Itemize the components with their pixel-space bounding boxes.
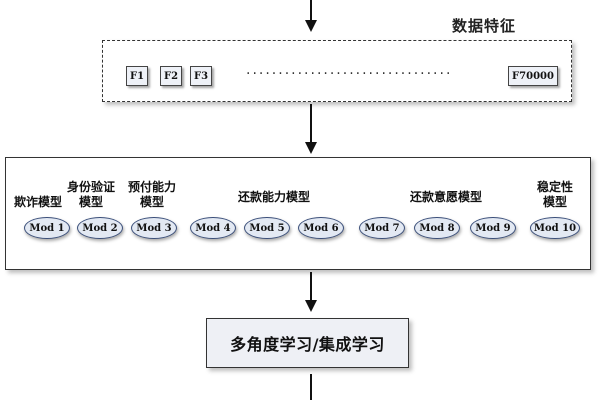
feature-ellipsis: ································: [246, 68, 453, 80]
group-label-fraud: 欺诈模型: [13, 195, 62, 209]
model-node-1: Mod 1: [24, 217, 70, 239]
feature-chip-f2: F2: [160, 66, 182, 86]
arrow-models-to-learning-head: [305, 300, 317, 312]
ensemble-learning-box: 多角度学习/集成学习: [206, 318, 409, 368]
group-label-identity: 身份验证 模型: [60, 180, 122, 210]
model-node-9: Mod 9: [470, 217, 516, 239]
group-label-prepay-line2: 模型: [139, 195, 164, 209]
group-label-repay-ability: 还款能力模型: [237, 190, 310, 204]
group-label-prepay: 预付能力 模型: [121, 180, 183, 210]
group-label-stability-line2: 模型: [542, 195, 567, 209]
group-label-stability-line1: 稳定性: [536, 180, 573, 194]
model-node-7: Mod 7: [359, 217, 405, 239]
feature-chip-f70000: F70000: [508, 66, 558, 86]
group-label-identity-line2: 模型: [78, 195, 103, 209]
group-label-stability: 稳定性 模型: [524, 180, 586, 210]
feature-section-title: 数据特征: [452, 17, 517, 35]
top-arrow-head: [305, 20, 317, 32]
group-label-identity-line1: 身份验证: [66, 180, 115, 194]
model-node-4: Mod 4: [190, 217, 236, 239]
feature-chip-f1: F1: [126, 66, 148, 86]
model-node-10: Mod 10: [530, 217, 580, 239]
group-label-prepay-line1: 预付能力: [127, 180, 176, 194]
model-node-6: Mod 6: [298, 217, 344, 239]
model-box: [5, 157, 591, 270]
arrow-features-to-models-head: [305, 142, 317, 154]
model-node-2: Mod 2: [77, 217, 123, 239]
model-node-8: Mod 8: [414, 217, 460, 239]
model-node-3: Mod 3: [131, 217, 177, 239]
arrow-models-to-learning-shaft: [310, 272, 312, 302]
group-label-repay-willingness: 还款意愿模型: [409, 190, 482, 204]
feature-chip-f3: F3: [190, 66, 212, 86]
model-node-5: Mod 5: [244, 217, 290, 239]
arrow-features-to-models-shaft: [310, 104, 312, 144]
top-arrow-shaft: [310, 0, 312, 22]
bottom-arrow-shaft: [310, 374, 312, 400]
